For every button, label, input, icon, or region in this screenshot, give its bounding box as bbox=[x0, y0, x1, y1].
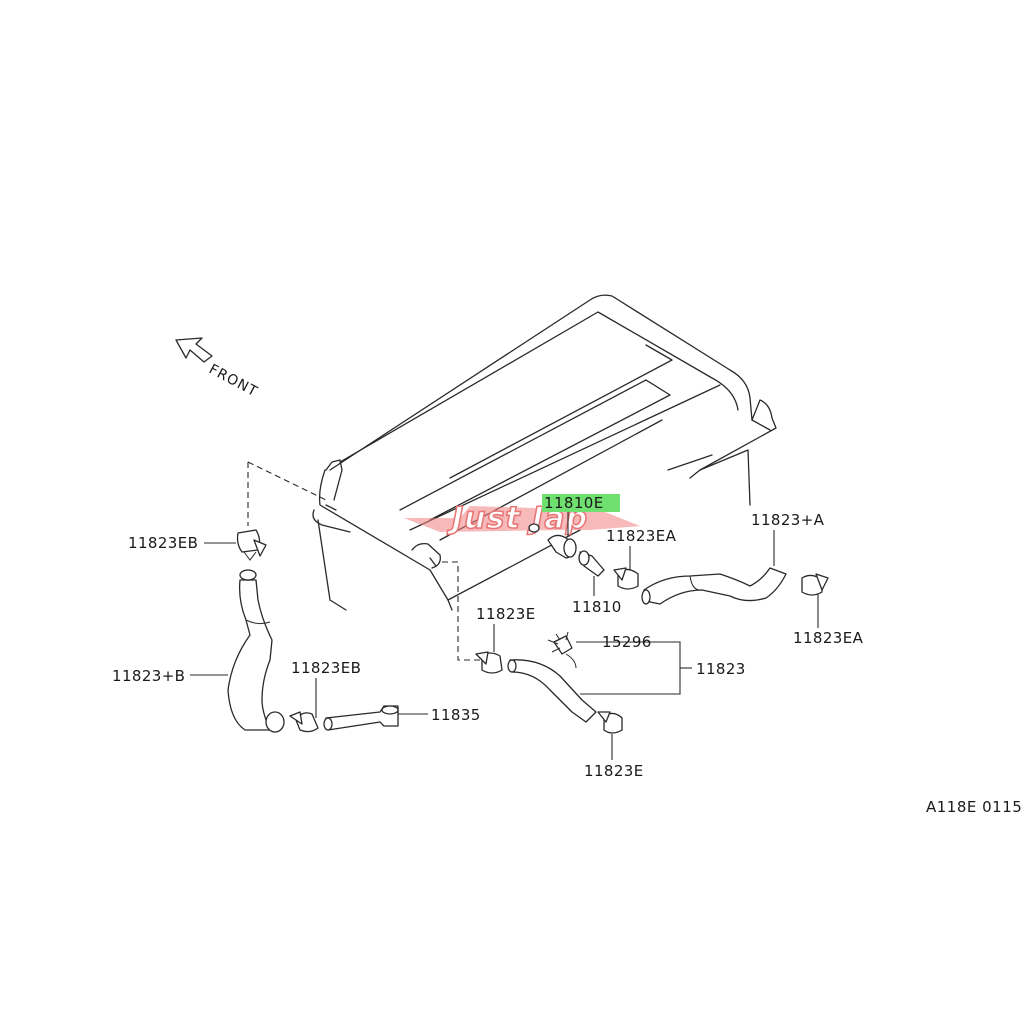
label-11823ea-right: 11823EA bbox=[793, 629, 864, 647]
label-11835: 11835 bbox=[431, 706, 481, 724]
hose-11835 bbox=[323, 705, 399, 731]
part-15296 bbox=[547, 631, 577, 669]
label-11823e-low: 11823E bbox=[584, 762, 644, 780]
hose-11823 bbox=[507, 659, 597, 723]
label-11823b: 11823+B bbox=[112, 667, 185, 685]
part-11810e bbox=[528, 523, 577, 559]
clip-11823eb-low bbox=[289, 711, 319, 733]
label-11823a: 11823+A bbox=[751, 511, 825, 529]
part-labels: 11810E 11823EA 11823+A 11823EB 11810 118… bbox=[112, 494, 864, 780]
diagram-code: A118E 0115 bbox=[926, 798, 1022, 816]
front-label: FRONT bbox=[206, 361, 260, 400]
clip-11823ea-top bbox=[613, 567, 639, 590]
hose-11823b bbox=[227, 569, 285, 733]
label-11823e-mid: 11823E bbox=[476, 605, 536, 623]
part-11810 bbox=[578, 550, 605, 577]
dashed-connectors bbox=[247, 461, 480, 661]
label-15296: 15296 bbox=[602, 633, 652, 651]
label-highlight bbox=[542, 494, 620, 512]
label-11823eb-top: 11823EB bbox=[128, 534, 198, 552]
clip-11823ea-right bbox=[801, 573, 829, 596]
clip-11823e-low bbox=[597, 711, 623, 734]
label-11823: 11823 bbox=[696, 660, 746, 678]
label-11823ea-top: 11823EA bbox=[606, 527, 677, 545]
front-arrow: FRONT bbox=[175, 337, 260, 400]
label-11810: 11810 bbox=[572, 598, 622, 616]
watermark: Just Jap bbox=[404, 500, 640, 537]
label-11810e: 11810E bbox=[544, 494, 604, 512]
clip-11823e-mid bbox=[475, 651, 503, 674]
clip-11823eb-top bbox=[236, 529, 267, 561]
engine-cover bbox=[312, 294, 777, 611]
hose-11823a bbox=[641, 567, 787, 605]
leader-lines bbox=[190, 512, 819, 760]
label-11823eb-low: 11823EB bbox=[291, 659, 361, 677]
